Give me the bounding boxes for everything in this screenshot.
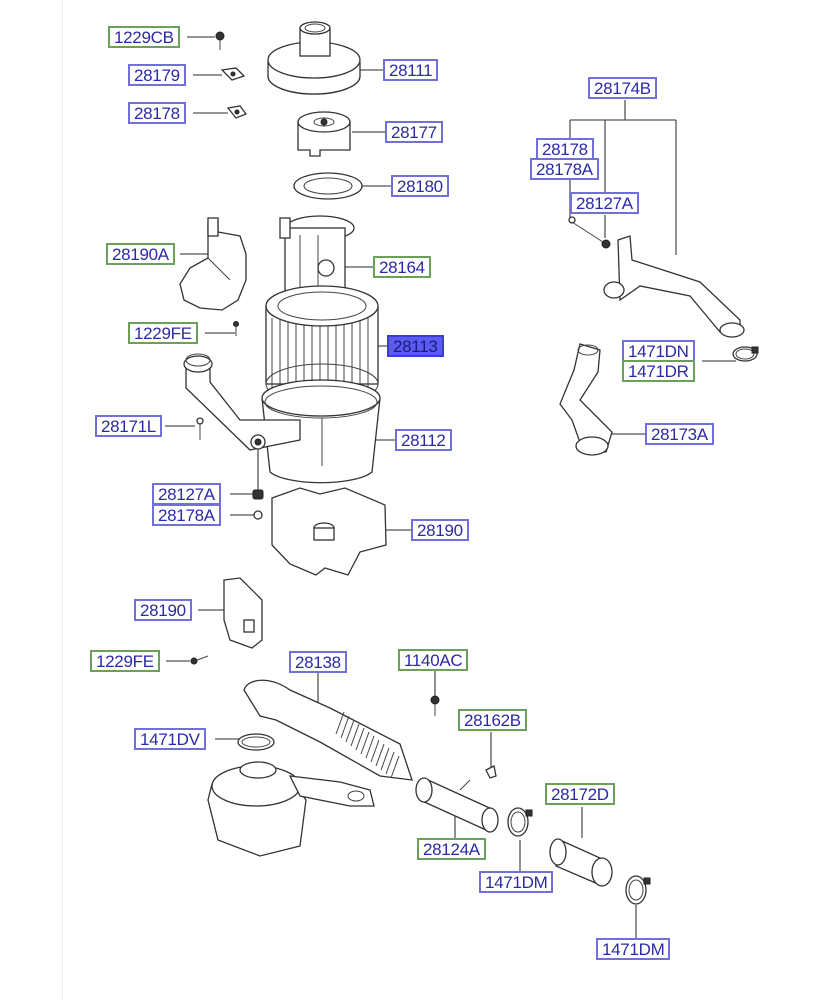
label-1471DM-1[interactable]: 1471DM	[479, 871, 554, 893]
label-28127A-right[interactable]: 28127A	[570, 192, 639, 214]
clamp-1471DM-2-part	[625, 875, 651, 905]
pipe-28124A-part	[415, 777, 499, 833]
label-28162B[interactable]: 28162B	[458, 709, 527, 731]
bracket-28190-lower-part	[223, 577, 263, 649]
resonator-part	[207, 761, 375, 857]
label-28113-highlighted[interactable]: 28113	[387, 335, 444, 357]
label-28190-lower[interactable]: 28190	[134, 599, 192, 621]
duct-rib	[350, 723, 360, 747]
label-28164[interactable]: 28164	[373, 256, 431, 278]
label-1471DV[interactable]: 1471DV	[134, 728, 206, 750]
hose-28173A-part	[559, 343, 613, 456]
label-1471DN[interactable]: 1471DN	[622, 340, 695, 362]
duct-rib	[375, 743, 385, 767]
label-28112[interactable]: 28112	[395, 429, 452, 451]
label-1471DR[interactable]: 1471DR	[622, 360, 695, 382]
filter-28113-part	[265, 285, 379, 405]
cushion-28190-part	[271, 487, 387, 576]
label-28179[interactable]: 28179	[128, 64, 186, 86]
label-28138[interactable]: 28138	[289, 651, 347, 673]
label-28173A[interactable]: 28173A	[645, 423, 714, 445]
label-28172D[interactable]: 28172D	[545, 783, 615, 805]
duct-rib	[380, 747, 390, 771]
bracket-28190A-part	[179, 217, 247, 336]
leader-lines	[165, 36, 736, 938]
duct-rib	[355, 727, 365, 751]
hose-28172D-part	[549, 838, 613, 887]
duct-rib	[365, 735, 375, 759]
duct-rib	[390, 755, 400, 779]
clip-28178-part	[226, 105, 248, 119]
label-28178A-left[interactable]: 28178A	[152, 504, 221, 526]
label-28171L[interactable]: 28171L	[95, 415, 162, 437]
label-28177[interactable]: 28177	[385, 121, 443, 143]
label-1229CB[interactable]: 1229CB	[108, 26, 180, 48]
label-28127A-left[interactable]: 28127A	[152, 483, 221, 505]
label-1471DM-2[interactable]: 1471DM	[596, 938, 671, 960]
clip-28179-part	[220, 67, 246, 81]
label-28190A[interactable]: 28190A	[106, 243, 175, 265]
label-28111[interactable]: 28111	[383, 59, 439, 81]
bolt-1229CB-part	[215, 31, 225, 50]
gasket-28180-part	[293, 172, 363, 200]
clip-28162B-part	[485, 765, 497, 779]
element-28177-part	[297, 111, 351, 157]
label-28190-mid[interactable]: 28190	[411, 519, 469, 541]
label-28178A-right[interactable]: 28178A	[530, 158, 599, 180]
bolt-1229FE-lower-part	[190, 655, 209, 665]
duct-rib	[385, 751, 395, 775]
module-28164-part	[279, 215, 355, 299]
duct-rib	[335, 711, 345, 735]
duct-rib	[370, 739, 380, 763]
duct-28138-part	[237, 679, 413, 781]
label-28178-right[interactable]: 28178	[536, 138, 594, 160]
clamp-1471DM-1-part	[507, 807, 533, 837]
duct-rib	[345, 719, 355, 743]
duct-rib	[360, 731, 370, 755]
page-edge-line	[62, 0, 63, 1000]
label-28178[interactable]: 28178	[128, 102, 186, 124]
cover-28111-part	[267, 21, 361, 95]
duct-rib	[340, 715, 350, 739]
label-1229FE-lower[interactable]: 1229FE	[90, 650, 160, 672]
bolt-1140AC-part	[430, 695, 440, 716]
label-1229FE-top[interactable]: 1229FE	[128, 322, 198, 344]
hose-28174B-part	[568, 216, 745, 338]
label-1140AC[interactable]: 1140AC	[398, 649, 469, 671]
clamp-1471DN-part	[732, 346, 759, 362]
label-28180[interactable]: 28180	[391, 175, 449, 197]
label-28174B[interactable]: 28174B	[588, 77, 657, 99]
housing-28112-part	[183, 353, 381, 520]
label-28124A[interactable]: 28124A	[417, 838, 486, 860]
